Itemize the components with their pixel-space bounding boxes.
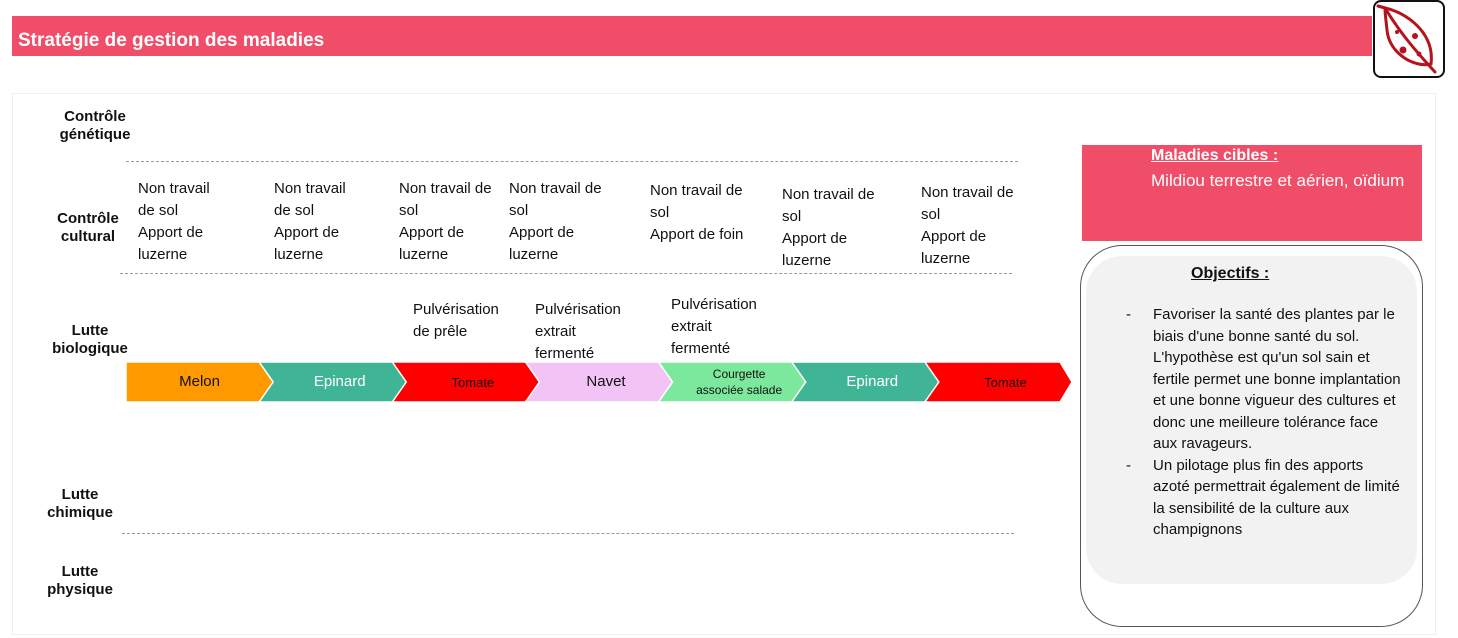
crop-rotation: Melon Epinard Tomate Navet Courgette associé…: [125, 361, 1073, 406]
row-separator: [120, 273, 1012, 274]
crop-label: Courgette associée salade: [696, 367, 783, 397]
crop-rotation-chevrons: [125, 361, 1073, 403]
bullet-dash: -: [1126, 456, 1131, 474]
crop-label: Tomate: [451, 375, 495, 390]
crop-label: Navet: [586, 373, 626, 390]
row-label-cultural: Contrôle cultural: [57, 210, 119, 245]
diseased-leaf-icon: [1376, 4, 1437, 74]
target-diseases-box: [1082, 145, 1422, 241]
row-label-chimique: Lutte chimique: [47, 486, 113, 521]
row-label-biologique: Lutte biologique: [52, 322, 128, 357]
bullet-dash: -: [1126, 306, 1131, 323]
page-title: Stratégie de gestion des maladies: [18, 30, 325, 51]
crop-label: Tomate: [984, 375, 1027, 390]
row-label-genetique: Contrôle génétique: [59, 108, 131, 143]
crop-chevron: [923, 361, 1073, 403]
content-frame: [12, 93, 1436, 635]
logo: [1373, 0, 1445, 78]
row-label-physique: Lutte physique: [47, 563, 113, 598]
target-diseases-text: Mildiou terrestre et aérien, oïdium: [1151, 171, 1405, 190]
objectives-title: Objectifs :: [1191, 265, 1270, 282]
crop-label: Epinard: [846, 373, 899, 390]
objectives-list: - Favoriser la santé des plantes par le …: [1126, 304, 1402, 541]
row-separator: [122, 533, 1014, 534]
objective-item: - Favoriser la santé des plantes par le …: [1126, 306, 1401, 452]
row-separator: [126, 161, 1018, 162]
crop-label: Epinard: [313, 373, 366, 390]
objective-item: - Un pilotage plus fin des apports azoté…: [1126, 456, 1400, 539]
crop-label: Melon: [179, 373, 220, 390]
objectives-inner: [1086, 256, 1417, 584]
title-banner: [12, 16, 1372, 56]
target-diseases-title: Maladies cibles :: [1151, 147, 1279, 164]
